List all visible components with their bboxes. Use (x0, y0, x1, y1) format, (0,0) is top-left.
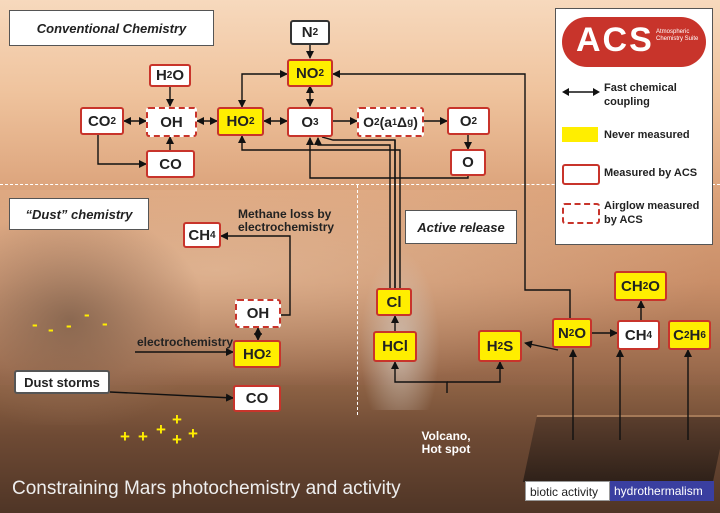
acs-logo-subtitle: Atmospheric Chemistry Suite (656, 29, 699, 42)
legend-measured-by-acs: Measured by ACS (604, 167, 698, 179)
section-conventional-chemistry: Conventional Chemistry (9, 10, 214, 46)
species-co-conventional: CO (146, 150, 195, 178)
label-electrochemistry: electrochemistry (137, 335, 234, 349)
species-cl: Cl (376, 288, 412, 316)
section-dust-chemistry: “Dust” chemistry (9, 198, 149, 230)
figure-caption: Constraining Mars photochemistry and act… (12, 478, 401, 499)
species-o: O (450, 149, 486, 176)
acs-logo: ACS Atmospheric Chemistry Suite (562, 17, 706, 67)
label-methane-loss: Methane loss by electrochemistry (238, 207, 335, 234)
legend-swatch-measured (562, 164, 600, 185)
charge-minus-1: - (32, 315, 38, 334)
species-hcl: HCl (373, 331, 417, 362)
label-dust-storms: Dust storms (14, 370, 110, 394)
legend-never-measured: Never measured (604, 129, 690, 141)
legend-airglow: Airglow measured by ACS (604, 200, 700, 226)
charge-plus-6: + (188, 424, 198, 443)
acs-logo-text: ACS (576, 21, 654, 59)
legend-swatch-airglow (562, 203, 600, 224)
tag-hydrothermalism: hydrothermalism (610, 481, 714, 501)
species-co-dust: CO (233, 385, 281, 412)
charge-plus-3: + (156, 420, 166, 439)
section-active-release: Active release (405, 210, 517, 244)
charge-minus-5: - (102, 314, 108, 333)
section-divider-vertical (357, 185, 358, 415)
charge-plus-4: + (172, 410, 182, 429)
species-oh-conventional: OH (146, 107, 197, 137)
species-oh-dust: OH (235, 299, 281, 328)
label-volcano: Volcano, Hot spot (421, 429, 471, 456)
tag-biotic-activity: biotic activity (525, 481, 610, 501)
charge-minus-2: - (48, 320, 54, 339)
charge-plus-2: + (138, 427, 148, 446)
legend-panel: ACS Atmospheric Chemistry Suite Fast che… (555, 8, 713, 245)
legend-double-arrow-icon (562, 88, 600, 96)
charge-minus-4: - (84, 305, 90, 324)
charge-plus-1: + (120, 427, 130, 446)
charge-minus-3: - (66, 316, 72, 335)
legend-fast-coupling: Fast chemical coupling (604, 82, 677, 108)
charge-plus-5: + (172, 430, 182, 449)
legend-swatch-never (562, 127, 598, 142)
section-divider-horizontal (0, 184, 720, 185)
